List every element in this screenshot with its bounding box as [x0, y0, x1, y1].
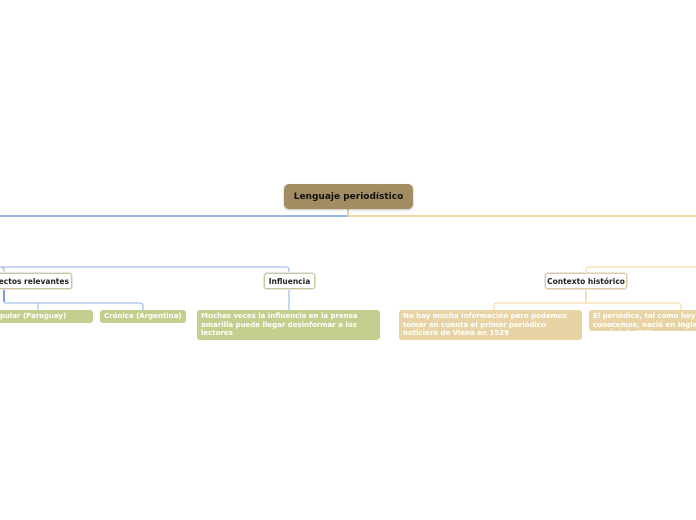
cronica-connector [4, 302, 144, 310]
contexto-leaves-connector [493, 302, 682, 310]
leaf-text-diario: Diario popular (Paraguay) [0, 312, 67, 320]
right-trunk-line [347, 209, 696, 217]
branch-node-influencia[interactable]: Influencia [264, 273, 315, 289]
root-label: Lenguaje periodístico [293, 191, 404, 202]
left-trunk-line [0, 209, 349, 217]
leaf-node-diario[interactable]: Diario popular (Paraguay) [0, 310, 93, 323]
branch-label-aspectos: Aspectos relevantes [0, 276, 69, 286]
influencia-connector [0, 266, 290, 273]
branch-node-contexto[interactable]: Contexto histórico [545, 273, 627, 289]
branch-label-contexto: Contexto histórico [547, 276, 625, 286]
leaf-text-nohay: No hay mucha información pero podemos to… [403, 312, 567, 337]
branch-node-aspectos[interactable]: Aspectos relevantes [0, 273, 72, 289]
leaf-node-cronica[interactable]: Crónica (Argentina) [100, 310, 186, 323]
leaf-text-elperiodico: El periódico, tal como hoy lo conocemos,… [593, 312, 696, 331]
leaf-text-cronica: Crónica (Argentina) [104, 312, 182, 320]
leaf-node-nohay[interactable]: No hay mucha información pero podemos to… [399, 310, 582, 340]
contexto-connector [585, 266, 696, 273]
root-node[interactable]: Lenguaje periodístico [284, 184, 413, 209]
branch-label-influencia: Influencia [268, 276, 311, 286]
aspectos-connector [0, 266, 5, 273]
leaf-node-elperiodico[interactable]: El periódico, tal como hoy lo conocemos,… [589, 310, 696, 331]
leaf-node-muchas[interactable]: Muchas veces la influencia en la prensa … [197, 310, 380, 340]
leaf-text-muchas: Muchas veces la influencia en la prensa … [201, 312, 358, 337]
